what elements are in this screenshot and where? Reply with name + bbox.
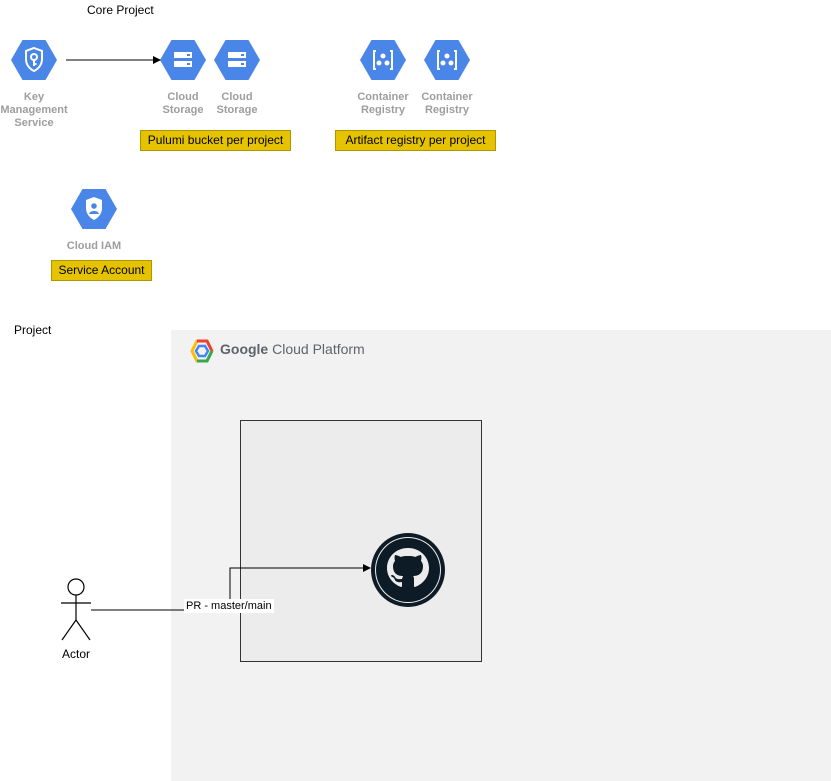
actor-label: Actor	[61, 647, 90, 661]
github-icon[interactable]	[370, 532, 446, 608]
key-management-service-icon[interactable]	[11, 37, 57, 83]
cloud-iam-label: Cloud IAM	[66, 240, 122, 252]
gcp-platform-title: Google Cloud Platform	[220, 341, 365, 357]
gcp-platform-name: Cloud Platform	[272, 341, 365, 357]
actor-icon[interactable]	[58, 578, 94, 644]
cloud-storage-label: Cloud Storage	[162, 91, 204, 116]
actor-to-github-arrow	[91, 564, 371, 611]
cloud-iam-icon[interactable]	[71, 186, 117, 232]
container-registry-label: Container Registry	[357, 91, 409, 116]
artifact-registry-note: Artifact registry per project	[335, 130, 496, 151]
cloud-storage-label: Cloud Storage	[216, 91, 258, 116]
repository-container[interactable]	[240, 420, 482, 662]
cloud-storage-icon[interactable]	[214, 37, 260, 83]
gcp-brand: Google	[220, 341, 269, 357]
service-account-note: Service Account	[51, 260, 152, 281]
cloud-storage-icon[interactable]	[160, 37, 206, 83]
container-registry-icon[interactable]	[360, 37, 406, 83]
pr-edge-label: PR - master/main	[184, 599, 274, 613]
container-registry-label: Container Registry	[421, 91, 473, 116]
google-cloud-logo-icon	[190, 339, 214, 363]
container-registry-icon[interactable]	[424, 37, 470, 83]
kms-label: Key Management Service	[0, 91, 68, 129]
pulumi-bucket-note: Pulumi bucket per project	[140, 130, 291, 151]
project-title: Project	[14, 323, 52, 337]
core-project-title: Core Project	[87, 3, 154, 17]
